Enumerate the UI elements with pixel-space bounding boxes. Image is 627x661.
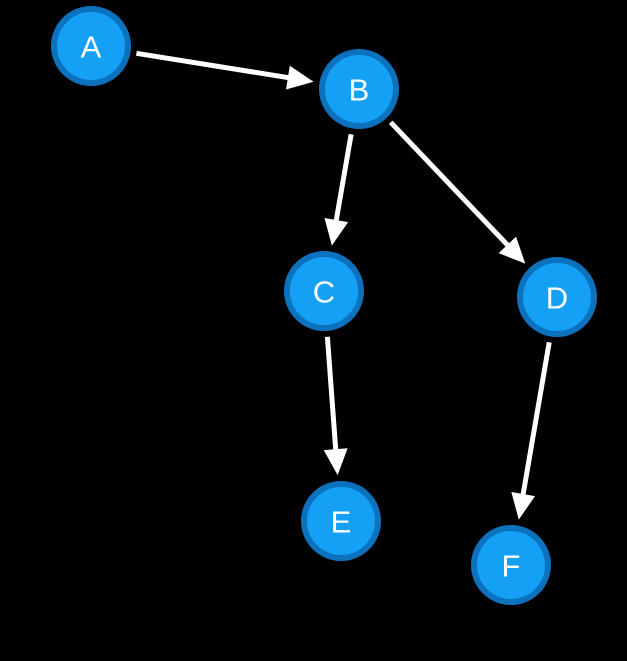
edge-c-e xyxy=(323,336,348,476)
node-circle[interactable] xyxy=(471,525,551,605)
node-f[interactable]: F xyxy=(471,525,551,605)
edge-line xyxy=(324,336,339,453)
node-e[interactable]: E xyxy=(301,481,381,561)
node-c[interactable]: C xyxy=(284,251,364,331)
edge-line xyxy=(136,50,292,81)
edge-line xyxy=(520,341,552,498)
node-b[interactable]: B xyxy=(319,49,399,129)
arrowhead-icon xyxy=(323,448,348,476)
node-a[interactable]: A xyxy=(51,6,131,86)
node-circle[interactable] xyxy=(301,481,381,561)
nodes-layer: A B C D E F xyxy=(51,6,597,605)
node-d[interactable]: D xyxy=(517,257,597,337)
arrowhead-icon xyxy=(498,236,526,264)
arrowhead-icon xyxy=(324,218,349,246)
node-circle[interactable] xyxy=(51,6,131,86)
edges-layer xyxy=(136,50,552,520)
arrowhead-icon xyxy=(286,65,314,90)
arrowhead-icon xyxy=(511,492,536,520)
node-circle[interactable] xyxy=(517,257,597,337)
edge-a-b xyxy=(136,50,314,90)
edge-b-d xyxy=(388,120,526,264)
edge-d-f xyxy=(511,341,552,520)
node-circle[interactable] xyxy=(319,49,399,129)
edge-b-c xyxy=(324,133,354,246)
edge-line xyxy=(388,120,512,249)
node-circle[interactable] xyxy=(284,251,364,331)
edge-line xyxy=(333,133,354,224)
